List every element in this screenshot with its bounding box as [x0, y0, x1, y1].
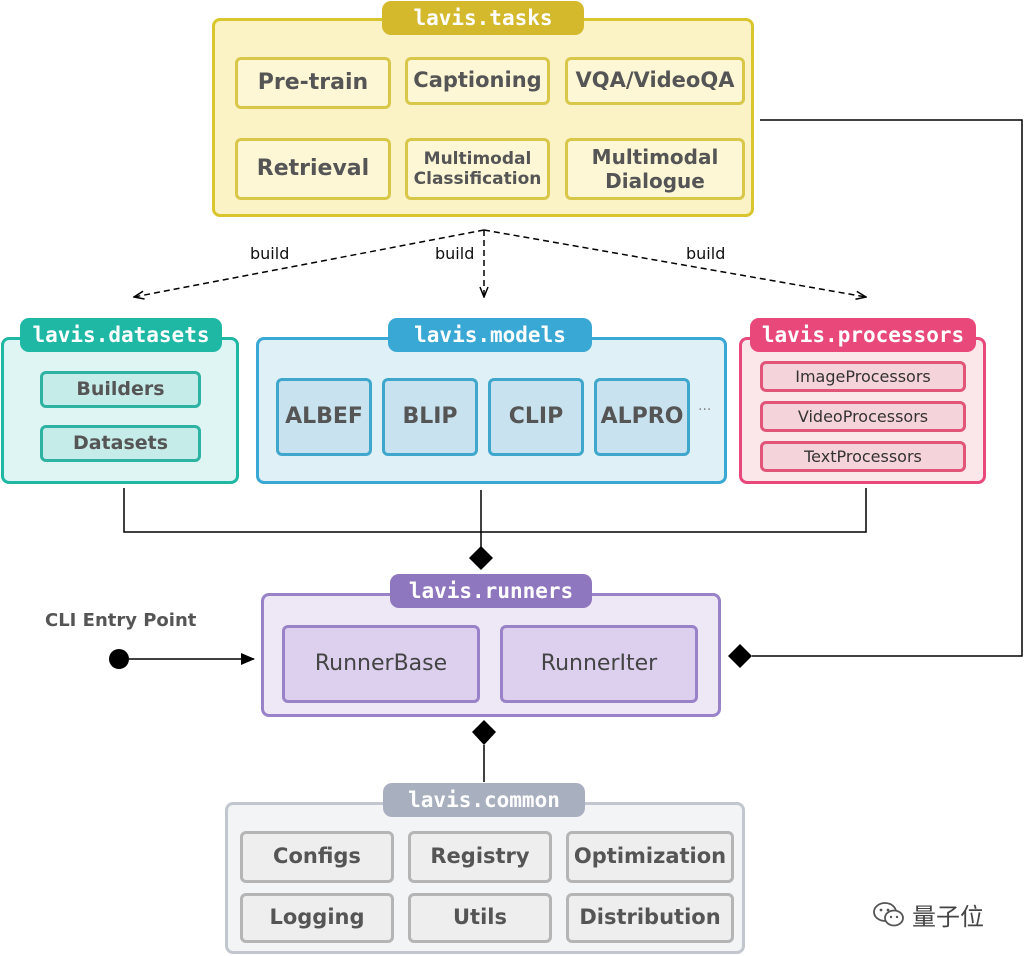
build-arrow-datasets	[134, 229, 485, 297]
datasets-datasets: Datasets	[40, 425, 201, 462]
build-arrow-processors	[483, 229, 866, 297]
common-configs: Configs	[240, 831, 394, 883]
collector-line	[123, 488, 867, 533]
models-more-ellipsis: ...	[698, 398, 712, 414]
common-logging: Logging	[240, 893, 394, 943]
wechat-icon	[873, 901, 904, 926]
runners-top-diamond	[469, 546, 493, 570]
runners-tag: lavis.runners	[390, 574, 592, 608]
datasets-tag: lavis.datasets	[20, 318, 222, 352]
datasets-builders: Builders	[40, 371, 201, 408]
task-captioning: Captioning	[405, 57, 550, 105]
watermark-text: 量子位	[912, 903, 984, 931]
model-albef: ALBEF	[276, 378, 372, 456]
processors-tag: lavis.processors	[750, 318, 976, 352]
common-utils: Utils	[408, 893, 552, 943]
tasks-tag: lavis.tasks	[382, 1, 584, 35]
task-multimodal-classification: Multimodal Classification	[405, 138, 550, 200]
models-tag: lavis.models	[388, 318, 592, 352]
processor-text: TextProcessors	[760, 441, 966, 472]
runner-iter: RunnerIter	[500, 625, 698, 703]
runners-right-diamond	[728, 644, 752, 668]
common-distribution: Distribution	[566, 893, 734, 943]
model-clip: CLIP	[488, 378, 584, 456]
model-blip: BLIP	[382, 378, 478, 456]
build-label-processors: build	[686, 244, 726, 263]
task-multimodal-dialogue: Multimodal Dialogue	[565, 138, 745, 200]
cli-entry-label: CLI Entry Point	[45, 610, 197, 631]
build-label-models: build	[435, 244, 475, 263]
task-vqa: VQA/VideoQA	[565, 57, 745, 105]
model-alpro: ALPRO	[594, 378, 690, 456]
common-tag: lavis.common	[383, 783, 585, 817]
tasks-to-runners-line	[752, 119, 1023, 657]
processor-image: ImageProcessors	[760, 361, 966, 392]
common-optimization: Optimization	[566, 831, 734, 883]
watermark: 量子位	[872, 897, 984, 932]
common-registry: Registry	[408, 831, 552, 883]
task-retrieval: Retrieval	[235, 138, 391, 200]
runners-bottom-diamond	[472, 720, 496, 745]
cli-entry-dot	[109, 649, 129, 669]
runner-base: RunnerBase	[282, 625, 480, 703]
build-label-datasets: build	[250, 244, 290, 263]
task-pretrain: Pre-train	[235, 57, 391, 109]
processor-video: VideoProcessors	[760, 401, 966, 432]
